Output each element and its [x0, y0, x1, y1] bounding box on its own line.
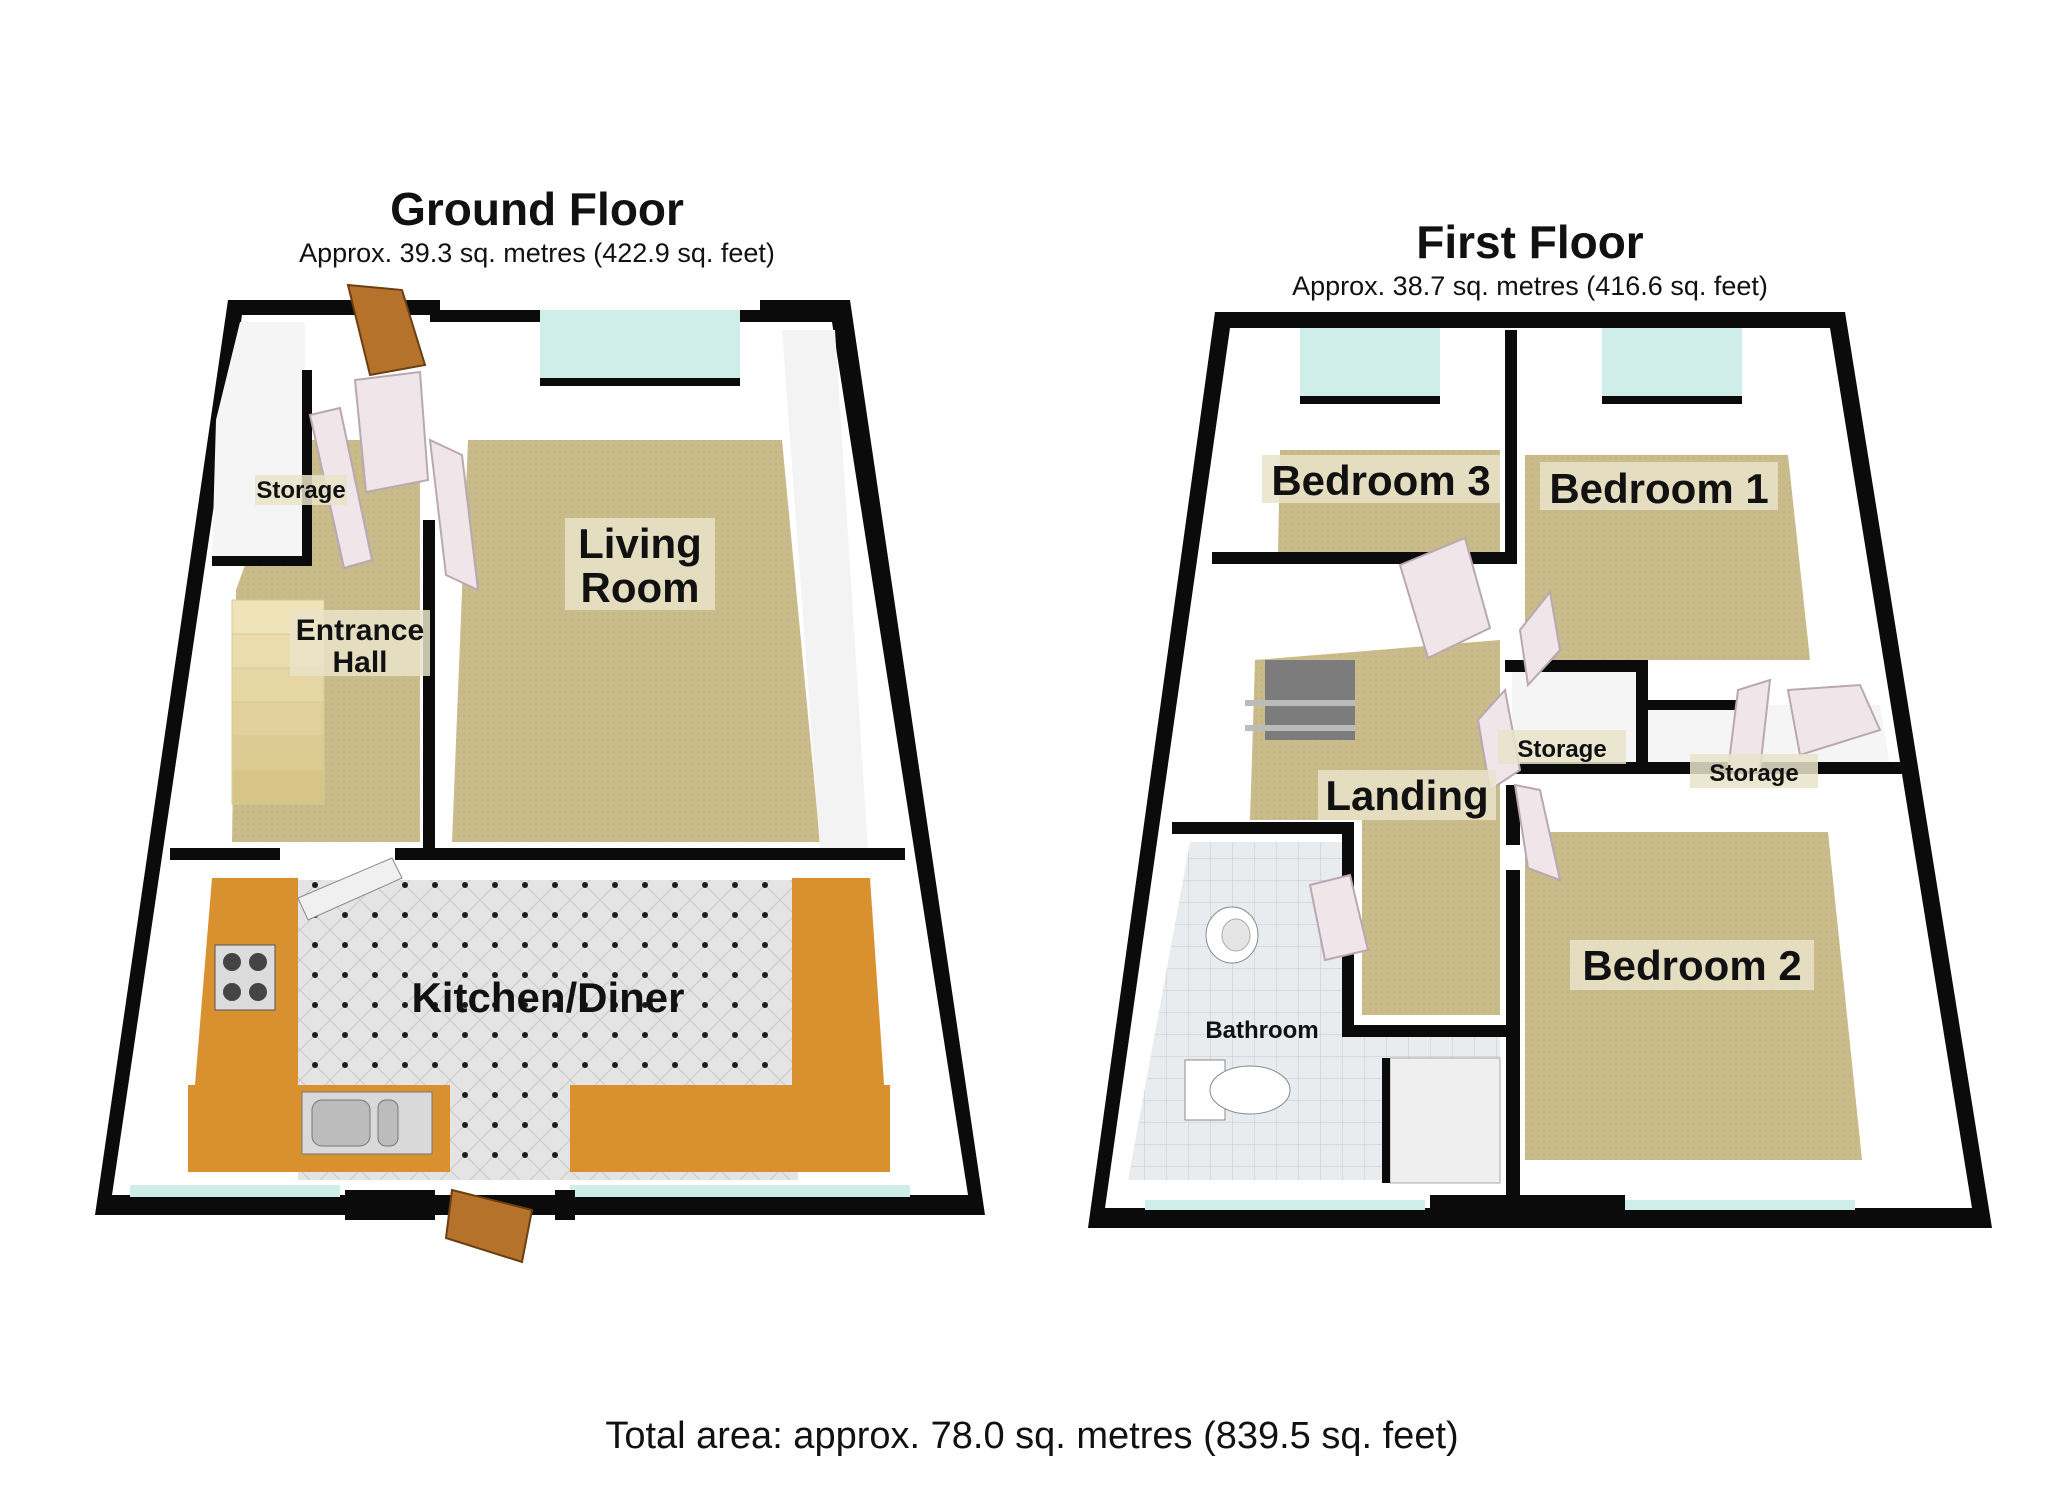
kitchen-divider-wall-right: [395, 848, 905, 860]
bedroom1-window-sill: [1602, 396, 1742, 404]
storage-wall-side: [302, 370, 312, 565]
front-door: [346, 283, 427, 377]
living-room-floor: [452, 440, 820, 842]
living-door: [428, 438, 480, 592]
landing-label-bg: [1318, 770, 1496, 820]
shower: [1389, 1057, 1501, 1184]
kitchen-window: [570, 1185, 910, 1197]
bedroom3-label-bg: [1262, 455, 1500, 503]
bathroom-door: [1308, 873, 1370, 962]
storage-a-wall-right: [1636, 660, 1648, 768]
hob: [214, 944, 276, 1011]
storage-label: Storage: [256, 477, 345, 504]
back-door-frame-right: [555, 1190, 575, 1220]
bedroom2-window: [1625, 1200, 1855, 1210]
first-floor-plan: First Floor Approx. 38.7 sq. metres (416…: [1088, 216, 1992, 1228]
bedroom2-wall-left: [1506, 870, 1520, 1200]
bedroom2-door: [1513, 783, 1562, 882]
storage-b-wall-top: [1648, 700, 1738, 710]
landing-label: Landing: [1325, 772, 1488, 819]
hall-door: [353, 370, 430, 494]
bedroom2-label: Bedroom 2: [1582, 942, 1801, 989]
bedroom3-label: Bedroom 3: [1271, 457, 1490, 504]
total-area: Total area: approx. 78.0 sq. metres (839…: [605, 1415, 1458, 1457]
bedroom3-window-sill: [1300, 396, 1440, 404]
toilet: [1184, 1059, 1291, 1121]
storage-label-bg: [255, 475, 347, 505]
kitchen-label: Kitchen/Diner: [411, 974, 684, 1021]
entrance-label-bg: [290, 610, 430, 676]
bathroom-wall-bottom: [1342, 1025, 1510, 1037]
worktop-bottom-right: [570, 1085, 890, 1172]
living-room-window-sill: [540, 378, 740, 386]
first-floor-bottom-block: [1430, 1195, 1625, 1228]
storage-a-label-bg: [1498, 730, 1626, 764]
bedroom3-door: [1398, 536, 1492, 660]
living-label-bg: [565, 518, 715, 610]
kitchen-radiator: [297, 857, 403, 921]
bathroom-window: [1145, 1200, 1425, 1210]
entrance-label-line1: Entrance: [296, 614, 424, 647]
bathroom-label: Bathroom: [1205, 1017, 1318, 1044]
storage-b-label: Storage: [1709, 760, 1798, 787]
back-door: [444, 1188, 534, 1264]
kitchen-divider-wall: [170, 848, 280, 860]
bedroom2-floor: [1525, 832, 1862, 1160]
bedroom1-window: [1602, 328, 1742, 398]
bathroom-wall-top: [1172, 822, 1352, 834]
banister: [1245, 660, 1355, 740]
living-room-side-wall: [782, 330, 868, 850]
bedroom2-label-bg: [1570, 940, 1814, 990]
storage-wall: [212, 556, 312, 566]
bedroom1-label: Bedroom 1: [1549, 465, 1768, 512]
living-room-window: [540, 310, 740, 380]
entrance-label-line2: Hall: [332, 646, 387, 679]
bedroom1-label-bg: [1540, 462, 1778, 510]
hall-living-divider: [423, 520, 435, 850]
first-floor-title: First Floor: [1416, 216, 1644, 268]
bedroom3-window: [1300, 328, 1440, 398]
living-label-line1: Living: [578, 520, 702, 567]
storage-a-label: Storage: [1517, 736, 1606, 763]
ground-floor-plan: Ground Floor Approx. 39.3 sq. metres (42…: [95, 183, 985, 1264]
ground-floor-area: Approx. 39.3 sq. metres (422.9 sq. feet): [299, 238, 775, 268]
basin: [1205, 906, 1259, 964]
bedroom1-door: [1518, 589, 1562, 688]
kitchen-window-left: [130, 1185, 340, 1197]
ground-floor-title: Ground Floor: [390, 183, 684, 235]
shower-wall: [1382, 1058, 1390, 1183]
storage-c-door: [1786, 683, 1882, 757]
back-door-frame: [345, 1190, 435, 1220]
bedroom3-wall-right: [1505, 330, 1517, 555]
sink: [301, 1091, 433, 1155]
living-label-line2: Room: [581, 564, 700, 611]
storage-b-label-bg: [1690, 754, 1818, 788]
first-floor-area: Approx. 38.7 sq. metres (416.6 sq. feet): [1292, 271, 1768, 301]
